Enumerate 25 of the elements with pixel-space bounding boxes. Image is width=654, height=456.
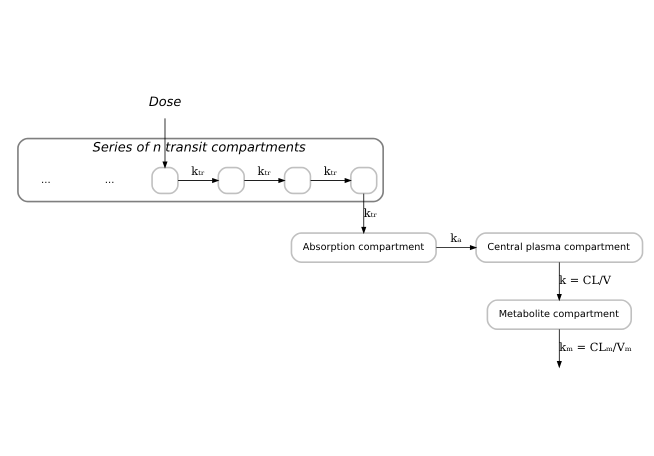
arrow: [436, 244, 478, 250]
node-box: [350, 166, 378, 194]
node-box: [151, 166, 179, 194]
edge-label: kₜᵣ: [258, 164, 272, 178]
arrow: [361, 192, 366, 234]
edge-label: k = CL/V: [559, 274, 611, 287]
edge-label: kₘ = CLₘ/Vₘ: [559, 340, 632, 354]
label: …: [40, 174, 51, 186]
edge-label: kₜᵣ: [324, 164, 338, 178]
label: …: [104, 174, 114, 186]
node-text: Dose: [148, 94, 182, 110]
arrow: [310, 177, 352, 183]
node-box: [218, 166, 245, 194]
edge-label: kₐ: [450, 232, 462, 245]
edge-label: kₜᵣ: [191, 164, 205, 178]
node-box: Central plasma compartment: [475, 232, 644, 262]
arrow: [178, 177, 220, 183]
arrow: [244, 177, 286, 183]
arrow: [556, 261, 562, 301]
node-box: Absorption compartment: [290, 232, 437, 262]
node-box: [284, 166, 312, 194]
arrow: [556, 328, 562, 368]
arrow: [162, 117, 168, 168]
edge-label: kₜᵣ: [364, 206, 378, 220]
node-box: Metabolite compartment: [486, 298, 632, 330]
